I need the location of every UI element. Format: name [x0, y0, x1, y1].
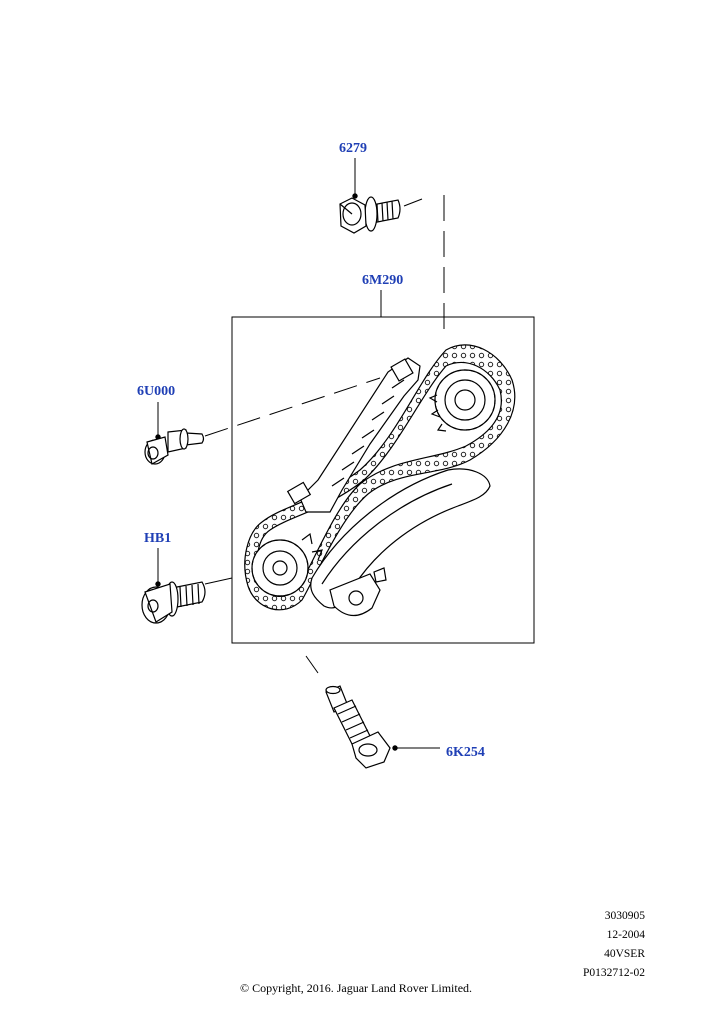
callout-6U000[interactable]: 6U000 — [137, 384, 176, 399]
timing-chain-kit-icon — [244, 344, 516, 617]
callout-6K254[interactable]: 6K254 — [446, 745, 485, 760]
drawing-date: 12-2004 — [606, 929, 645, 941]
model-code: 40VSER — [604, 948, 645, 960]
copyright-notice: © Copyright, 2016. Jaguar Land Rover Lim… — [239, 981, 473, 995]
guide-bolt-icon[interactable] — [144, 428, 205, 465]
assembly-dash-lines — [204, 195, 445, 674]
drawing-metadata: 3030905 12-2004 40VSER P0132712-02 — [583, 907, 645, 983]
callout-6279[interactable]: 6279 — [339, 141, 367, 156]
flange-bolt-icon[interactable] — [339, 196, 401, 234]
illustration-id: P0132712-02 — [583, 967, 645, 979]
pivot-bolt-icon[interactable] — [141, 581, 206, 624]
fixed-chain-guide-icon — [286, 357, 421, 513]
camshaft-sprocket-icon — [428, 369, 496, 432]
drawing-number: 3030905 — [604, 910, 645, 922]
chain-tensioner-icon[interactable] — [325, 685, 391, 769]
crankshaft-sprocket-icon — [251, 532, 323, 597]
timing-chain-kit-frame — [231, 316, 535, 644]
callout-HB1[interactable]: HB1 — [144, 531, 172, 546]
leader-lines — [155, 158, 440, 751]
tensioner-guide-arm-icon — [310, 468, 491, 617]
callout-6M290[interactable]: 6M290 — [362, 273, 404, 288]
